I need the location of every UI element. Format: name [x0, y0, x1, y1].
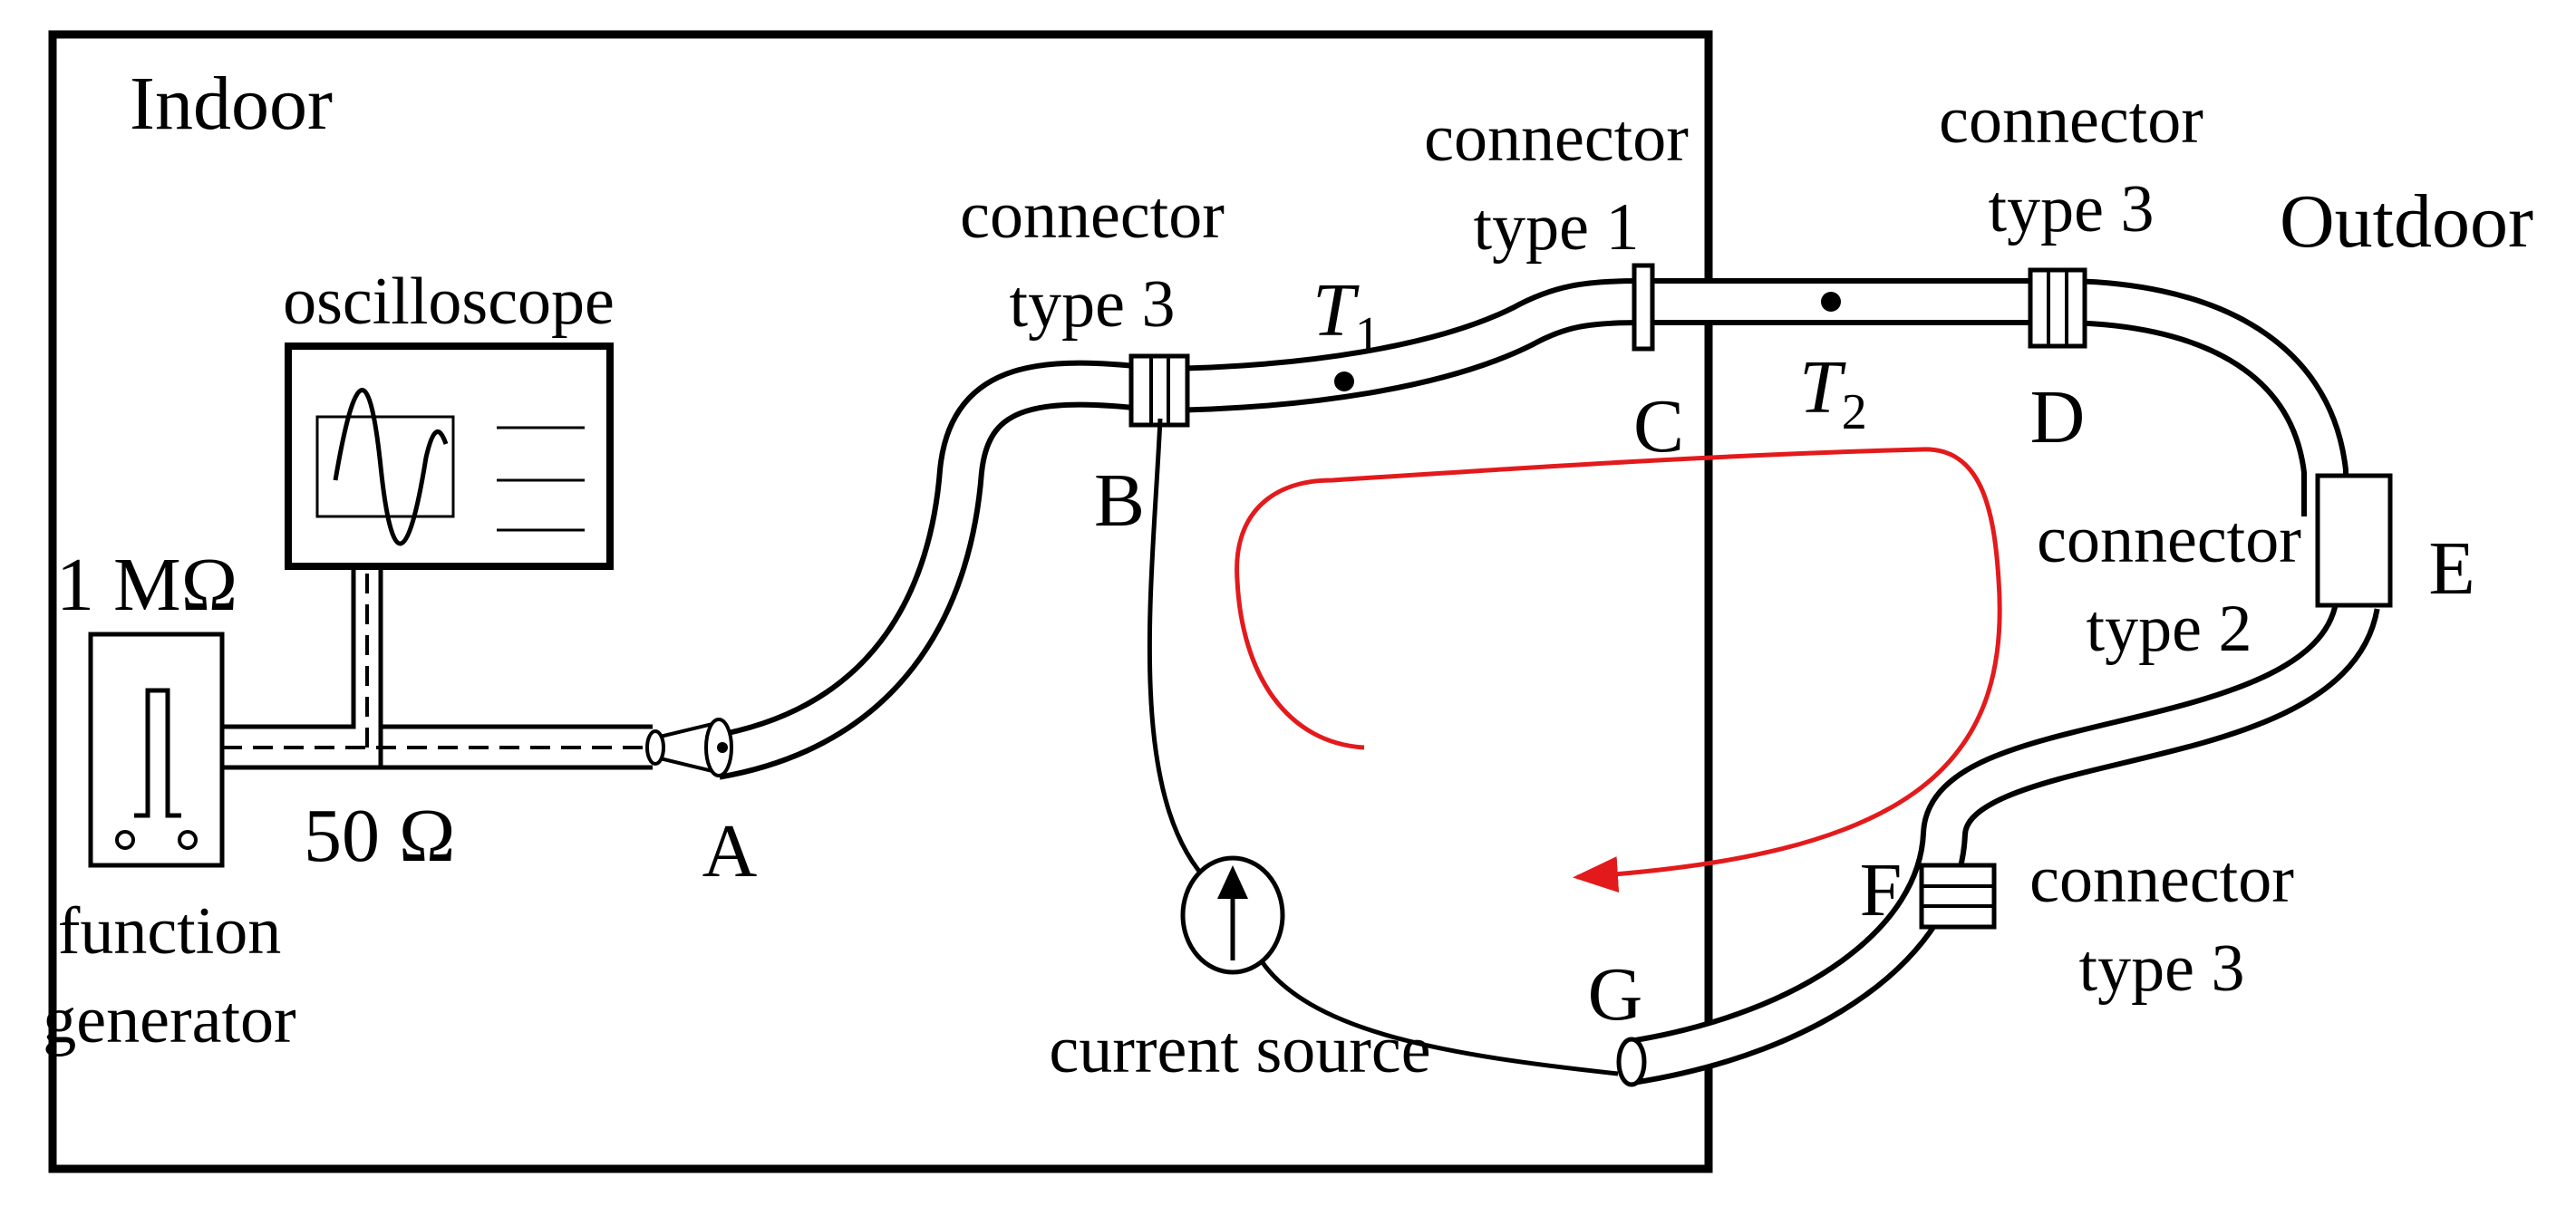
label-connector-d-2: type 3	[1989, 172, 2155, 246]
label-sensor-t1: T1	[1312, 268, 1380, 363]
label-connector-b-1: connector	[960, 178, 1225, 253]
cable-end-g	[1616, 1037, 1647, 1087]
label-connector-d-1: connector	[1939, 83, 2203, 158]
current-source-wire	[1147, 418, 1619, 1076]
label-indoor: Indoor	[130, 62, 333, 146]
label-point-e: E	[2428, 526, 2474, 611]
label-connector-e-1: connector	[2037, 503, 2301, 577]
connector-d	[2028, 267, 2087, 349]
function-generator	[88, 632, 225, 868]
label-point-c: C	[1633, 384, 1684, 468]
label-sensor-t2: T2	[1799, 345, 1867, 440]
connector-e	[2315, 473, 2393, 608]
label-connector-b-2: type 3	[1010, 267, 1176, 342]
coax-cable	[712, 278, 2380, 1085]
current-source	[1180, 855, 1285, 975]
pulse-icon	[134, 688, 181, 818]
connector-b	[1128, 353, 1190, 428]
label-connector-c-2: type 1	[1474, 190, 1640, 265]
label-oscilloscope: oscilloscope	[283, 265, 615, 339]
loop-arrow	[1235, 447, 2002, 893]
connector-f	[1919, 863, 1997, 930]
label-input-impedance: 1 MΩ	[56, 543, 237, 627]
label-point-f: F	[1860, 848, 1903, 932]
sine-wave-icon	[333, 388, 449, 546]
label-point-g: G	[1588, 952, 1643, 1037]
label-point-a: A	[702, 809, 758, 893]
label-line-impedance: 50 Ω	[304, 794, 455, 878]
terminal-icon	[115, 830, 135, 850]
label-function: function	[58, 894, 282, 969]
label-point-d: D	[2030, 375, 2086, 459]
label-connector-c-1: connector	[1424, 101, 1689, 176]
label-point-b: B	[1094, 458, 1145, 543]
coax-50-ohm	[222, 566, 653, 770]
indoor-boundary	[48, 30, 1713, 1173]
label-connector-f-2: type 3	[2079, 931, 2245, 1006]
sensor-t1-dot	[1334, 371, 1354, 391]
sensor-t2-dot	[1821, 292, 1841, 312]
label-outdoor: Outdoor	[2280, 179, 2533, 264]
cable-core	[712, 284, 2375, 1080]
adapter-a	[645, 718, 733, 777]
oscilloscope	[285, 343, 614, 570]
label-current-source: current source	[1049, 1013, 1430, 1087]
arrowhead-icon	[1217, 865, 1248, 899]
label-generator: generator	[43, 983, 295, 1057]
terminal-icon	[178, 830, 198, 850]
label-connector-f-1: connector	[2029, 843, 2294, 917]
label-connector-e-2: type 2	[2087, 592, 2252, 666]
connector-c	[1632, 263, 1655, 352]
